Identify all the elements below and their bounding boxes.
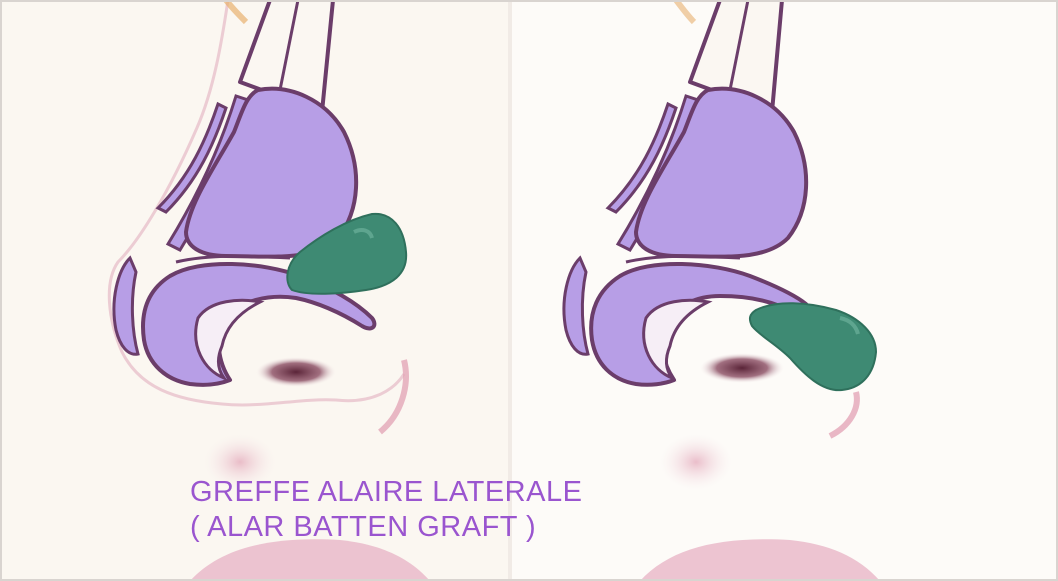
- nostril-right: [700, 353, 784, 383]
- caption-english: ( ALAR BATTEN GRAFT ): [190, 513, 536, 542]
- nostril-left: [256, 357, 336, 387]
- caption-french: GREFFE ALAIRE LATERALE: [190, 478, 582, 507]
- cheek-blush-right: [660, 434, 732, 490]
